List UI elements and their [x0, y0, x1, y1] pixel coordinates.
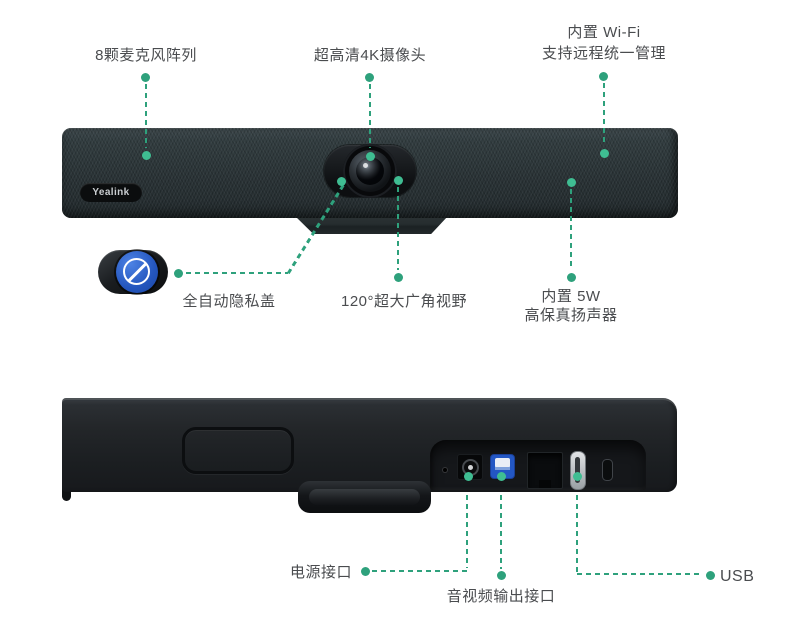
camera-lens-glass [356, 157, 384, 185]
callout-dot-privacy [173, 268, 183, 278]
mount-hinge-bar [309, 489, 420, 505]
callout-line-privacy-h [186, 271, 288, 274]
lens-glint [363, 163, 368, 168]
callout-line-power-h [372, 569, 468, 572]
callout-dot-fov [393, 272, 403, 282]
usb-b-tongue [494, 458, 510, 470]
port-panel [430, 440, 646, 490]
callout-endpoint-av-out [496, 471, 506, 481]
power-jack-pin [467, 464, 473, 470]
callout-label-fov: 120°超大广角视野 [340, 293, 468, 310]
callout-label-wifi-line2: 支持远程统一管理 [541, 45, 666, 62]
callout-line-fov [396, 187, 399, 270]
callout-endpoint-wifi [599, 148, 609, 158]
device-foot [62, 488, 71, 501]
callout-dot-mic [141, 73, 150, 82]
callout-endpoint-fov [393, 175, 403, 185]
callout-line-mic [144, 84, 147, 148]
callout-endpoint-speaker [566, 177, 576, 187]
stand-bracket [295, 216, 448, 234]
callout-line-usb-v [575, 495, 578, 572]
usb-a-port [570, 451, 586, 490]
callout-dot-power [360, 566, 370, 576]
usb-a-slot [574, 457, 580, 483]
callout-label-mic-array: 8颗麦克风阵列 [95, 47, 197, 64]
callout-label-4k-camera: 超高清4K摄像头 [313, 47, 427, 64]
callout-dot-av-out [496, 570, 506, 580]
callout-label-privacy: 全自动隐私盖 [182, 293, 276, 310]
callout-dot-camera [365, 73, 374, 82]
callout-label-wifi-line1: 内置 Wi-Fi [567, 24, 641, 41]
callout-label-usb: USB [720, 568, 755, 585]
callout-label-speaker-line2: 高保真扬声器 [524, 307, 618, 324]
privacy-cover-icon [98, 250, 168, 294]
vesa-mount-recess [182, 427, 294, 474]
callout-line-av-out [499, 495, 502, 569]
mount-hinge [298, 481, 431, 513]
reset-hole [443, 468, 447, 472]
callout-line-speaker [569, 189, 572, 270]
callout-line-camera [368, 84, 371, 148]
callout-endpoint-usb [572, 471, 582, 481]
callout-label-av-out: 音视频输出接口 [446, 588, 556, 605]
callout-dot-speaker [566, 272, 576, 282]
callout-label-wifi: 内置 Wi-Fi 支持远程统一管理 [504, 22, 704, 64]
callout-label-speaker: 内置 5W 高保真扬声器 [491, 287, 651, 325]
callout-line-wifi [602, 83, 605, 145]
video-bar-rear [62, 398, 677, 492]
callout-label-speaker-line1: 内置 5W [541, 288, 601, 305]
callout-endpoint-camera [365, 151, 375, 161]
callout-endpoint-mic [141, 150, 151, 160]
yealink-logo: Yealink [80, 183, 142, 202]
callout-endpoint-power [463, 471, 473, 481]
callout-dot-wifi [599, 72, 608, 81]
prohibition-ring-icon [123, 258, 150, 285]
callout-line-power-v [465, 495, 468, 568]
privacy-shutter-icon [116, 251, 158, 293]
callout-endpoint-privacy [336, 176, 346, 186]
ethernet-port [527, 452, 563, 489]
kensington-lock-slot [602, 459, 613, 481]
callout-dot-usb [705, 570, 715, 580]
callout-line-usb-h [577, 572, 703, 575]
ethernet-notch [539, 480, 551, 488]
callout-label-power: 电源接口 [289, 564, 352, 581]
